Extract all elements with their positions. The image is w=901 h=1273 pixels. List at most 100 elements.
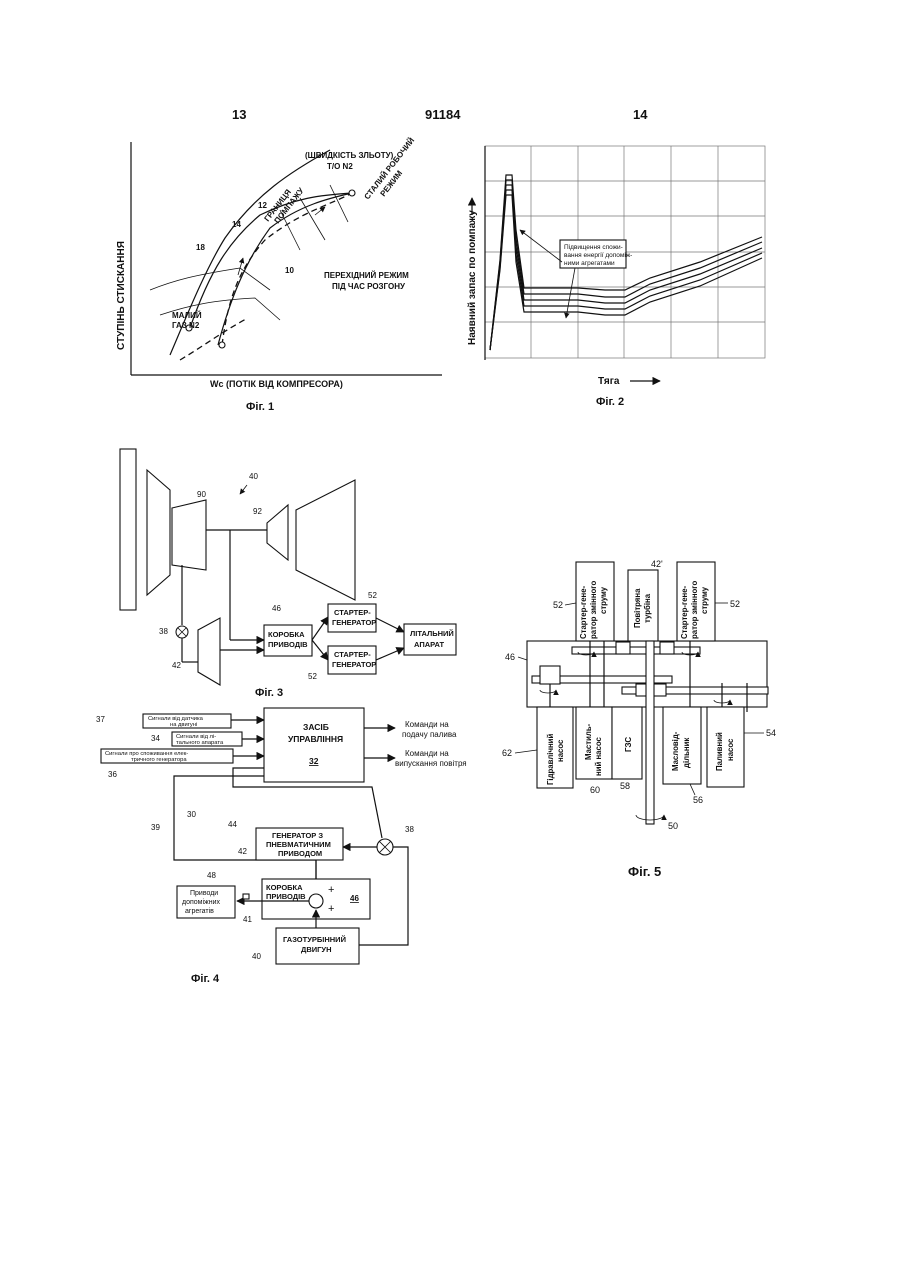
figure-2: Підвищення спожи- вання енергії допоміж-… [467, 146, 765, 408]
fig4-accessory-label-1: Приводи [190, 890, 218, 897]
fig4-ref-38: 38 [405, 825, 414, 834]
fig4-ref-42: 42 [238, 847, 247, 856]
fig4-controller-label-1: ЗАСІБ [303, 722, 329, 732]
fig4-turbine-label-1: ГАЗОТУРБІННИЙ [283, 935, 346, 944]
fig5-separator-2: дільник [682, 738, 691, 768]
fig4-gearbox-label-2: ПРИВОДІВ [266, 892, 306, 901]
fig3-gearbox-label-2: ПРИВОДІВ [268, 640, 308, 649]
fig3-ref-52a: 52 [368, 591, 377, 600]
fig3-ref-46: 46 [272, 604, 281, 613]
fig2-y-label: Наявний запас по помпажу [467, 210, 478, 345]
fig4-ref-30: 30 [187, 810, 196, 819]
fig3-inlet-block [120, 449, 136, 610]
figure-5: Стартер-гене- ратор змінного струму Пові… [502, 559, 776, 879]
fig4-sensor-41 [243, 894, 249, 899]
fig3-aircraft-label-2: АПАРАТ [414, 640, 445, 649]
fig5-oil-2: ний насос [594, 736, 603, 776]
fig4-plus-1: + [328, 884, 334, 896]
fig5-top-mid-2: турбіна [643, 593, 652, 623]
fig4-pneumatic-label-1: ГЕНЕРАТОР З [272, 831, 323, 840]
fig1-point [219, 342, 225, 348]
fig2-caption: Фіг. 2 [596, 396, 624, 408]
fig5-top-left-3: струму [599, 586, 608, 614]
fig3-ref-40-arrow [240, 485, 247, 494]
fig4-sig3-line2: тричного генератора [131, 757, 187, 763]
fig4-controller [264, 708, 364, 782]
fig3-turbine-1 [267, 505, 288, 560]
fig5-hydraulic-pump [537, 707, 573, 788]
page-number-left: 13 [232, 107, 246, 122]
fig4-controller-ref: 32 [309, 756, 319, 766]
fig5-top-mid-1: Повітряна [633, 588, 642, 628]
fig5-separator-1: Масловід- [671, 731, 680, 771]
fig1-idle-label-1: МАЛИЙ [172, 311, 202, 320]
fig3-ref-40: 40 [249, 472, 258, 481]
fig3-ref-38: 38 [159, 627, 168, 636]
fig1-point [349, 190, 355, 196]
fig3-starter2-to-aircraft [376, 648, 404, 660]
fig1-ref-14: 14 [232, 220, 241, 229]
fig2-arrow [566, 268, 575, 318]
fig1-takeoff-label-2: T/O N2 [327, 162, 353, 171]
fig5-hydraulic-2: насос [556, 739, 565, 762]
fig4-controller-label-2: УПРАВЛІННЯ [288, 734, 343, 744]
fig5-ref-62: 62 [502, 748, 512, 758]
fig3-ref-42: 42 [172, 661, 181, 670]
fig4-cmd-fuel-2: подачу палива [402, 730, 457, 739]
fig2-arrow [520, 230, 562, 262]
fig1-y-label: СТУПІНЬ СТИСКАННЯ [116, 241, 127, 350]
fig4-accessory-label-3: агрегатів [185, 907, 214, 915]
fig2-annotation-2: вання енергії допоміж- [564, 251, 632, 259]
fig5-caption: Фіг. 5 [628, 864, 661, 879]
fig4-ref-40: 40 [252, 952, 261, 961]
fig4-pneumatic-label-2: ПНЕВМАТИЧНИМ [266, 840, 331, 849]
fig5-top-right-1: Стартер-гене- [680, 585, 689, 639]
fig4-ref-48: 48 [207, 871, 216, 880]
fig4-pneumatic-label-3: ПРИВОДОМ [278, 849, 322, 858]
fig1-speed-line [330, 185, 348, 222]
fig3-ref-92: 92 [253, 507, 262, 516]
fig5-ref-52-right: 52 [730, 599, 740, 609]
patent-number: 91184 [425, 107, 461, 122]
fig5-top-right-2: ратор змінного [690, 581, 699, 639]
fig1-caption: Фіг. 1 [246, 401, 274, 413]
fig3-starter2-label-1: СТАРТЕР- [334, 650, 371, 659]
fig5-ref-62-leader [515, 750, 537, 753]
fig5-hydraulic-1: Гідравлічний [546, 734, 555, 785]
fig1-takeoff-label-1: (ШВИДКІСТЬ ЗЛЬОТУ) [305, 151, 394, 160]
fig5-fuel-2: насос [726, 738, 735, 761]
fig4-plus-2: + [328, 903, 334, 915]
fig3-starter1-to-aircraft [376, 618, 404, 632]
figure-1: СТУПІНЬ СТИСКАННЯ Wc (ПОТІК ВІД КОМПРЕСО… [116, 136, 442, 413]
fig4-sig1-line2: на двигуні [170, 722, 197, 728]
fig4-sig2-line2: тального апарата [176, 740, 224, 746]
fig3-turbine-2 [296, 480, 355, 600]
fig5-ref-50: 50 [668, 821, 678, 831]
fig1-ref-12: 12 [258, 201, 267, 210]
fig5-ref-52-left-leader [565, 603, 576, 605]
fig3-aircraft-label-1: ЛІТАЛЬНИЙ [410, 629, 454, 638]
fig3-ref-90: 90 [197, 490, 206, 499]
fig1-transient-label-1: ПЕРЕХІДНИЙ РЕЖИМ [324, 271, 409, 280]
fig4-ref-36: 36 [108, 770, 117, 779]
fig2-x-label: Тяга [598, 376, 620, 387]
fig1-arrow [315, 207, 325, 215]
fig5-ref-58: 58 [620, 781, 630, 791]
fig3-pneumatic-generator [198, 618, 220, 685]
fig4-ref-41: 41 [243, 915, 252, 924]
fig3-starter1-label-1: СТАРТЕР- [334, 608, 371, 617]
fig4-gearbox-label-1: КОРОБКА [266, 883, 303, 892]
fig5-ref-60: 60 [590, 785, 600, 795]
fig1-ref-10: 10 [285, 266, 294, 275]
figure-4: Сигнали від датчика на двигуні Сигнали в… [96, 708, 467, 985]
fig1-idle-label-2: ГАЗ N2 [172, 321, 200, 330]
fig5-top-left-2: ратор змінного [589, 581, 598, 639]
fig5-oil-1: Мастиль- [584, 723, 593, 760]
fig4-ref-37: 37 [96, 715, 105, 724]
fig5-fuel-1: Паливний [715, 732, 724, 771]
fig4-caption: Фіг. 4 [191, 973, 220, 985]
fig5-ref-52-left: 52 [553, 600, 563, 610]
fig3-gearbox-to-starter1 [312, 617, 328, 640]
fig5-ref-42p: 42' [651, 559, 663, 569]
